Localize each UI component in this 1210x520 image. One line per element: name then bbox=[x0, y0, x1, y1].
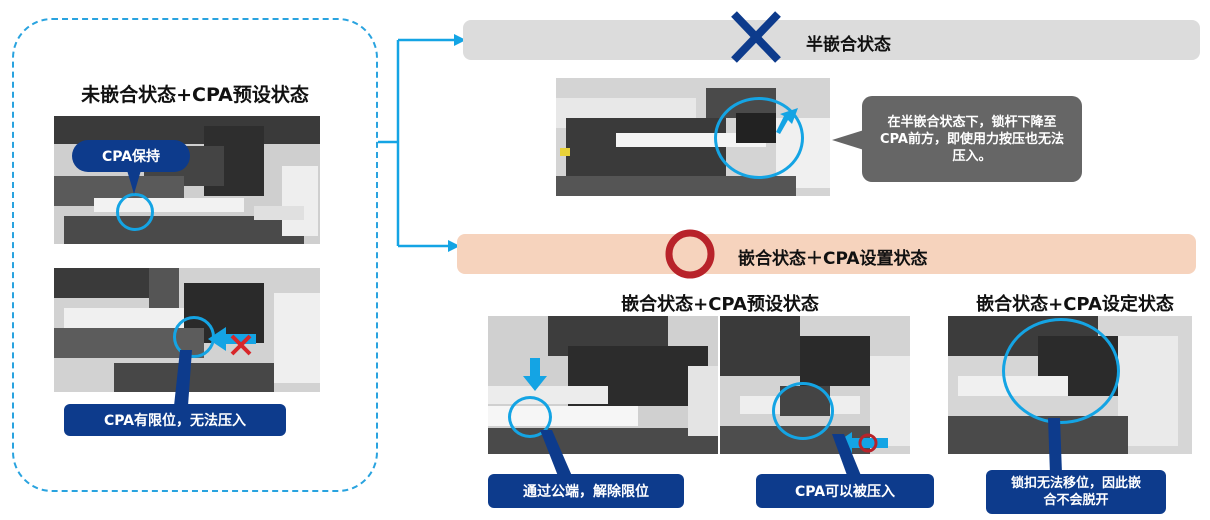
left-panel-title: 未嵌合状态+CPA预设状态 bbox=[81, 84, 309, 106]
set-title: 嵌合状态+CPA设定状态 bbox=[976, 294, 1174, 315]
press-arrow-icon bbox=[776, 108, 798, 134]
ok-circle-icon bbox=[665, 229, 715, 279]
pressable-circle bbox=[772, 382, 834, 440]
pressable-pointer bbox=[832, 434, 862, 478]
left-panel bbox=[12, 18, 378, 492]
locked-pointer bbox=[1048, 418, 1062, 474]
cpa-hold-circle bbox=[116, 193, 154, 231]
release-label: 通过公端，解除限位 bbox=[488, 474, 684, 508]
cpa-hold-label: CPA保持 bbox=[72, 140, 190, 172]
half-mated-circle bbox=[714, 97, 804, 179]
half-mated-note-pointer bbox=[832, 130, 864, 150]
half-mated-banner bbox=[463, 20, 1200, 60]
cpa-limit-label: CPA有限位，无法压入 bbox=[64, 404, 286, 436]
cpa-limit-pointer bbox=[174, 350, 192, 406]
release-pointer bbox=[540, 430, 572, 476]
locked-circle bbox=[1002, 318, 1120, 424]
push-arrow-icon bbox=[208, 327, 256, 351]
ng-x-icon bbox=[731, 11, 781, 63]
release-photo bbox=[488, 316, 718, 454]
down-arrow-icon bbox=[523, 358, 547, 391]
unmated-preset-photo bbox=[54, 116, 320, 244]
locked-label: 锁扣无法移位，因此嵌合不会脱开 bbox=[986, 470, 1166, 514]
pressable-photo bbox=[720, 316, 910, 454]
half-mated-title: 半嵌合状态 bbox=[806, 35, 891, 55]
mated-banner bbox=[457, 234, 1196, 274]
pressable-label: CPA可以被压入 bbox=[756, 474, 934, 508]
half-mated-note: 在半嵌合状态下，锁杆下降至CPA前方，即使用力按压也无法压入。 bbox=[862, 96, 1082, 182]
preset-title: 嵌合状态+CPA预设状态 bbox=[621, 294, 819, 315]
ng-cross-icon bbox=[230, 334, 252, 356]
release-circle bbox=[508, 396, 552, 438]
branch-connector bbox=[378, 34, 466, 252]
mated-title: 嵌合状态＋CPA设置状态 bbox=[738, 249, 928, 269]
